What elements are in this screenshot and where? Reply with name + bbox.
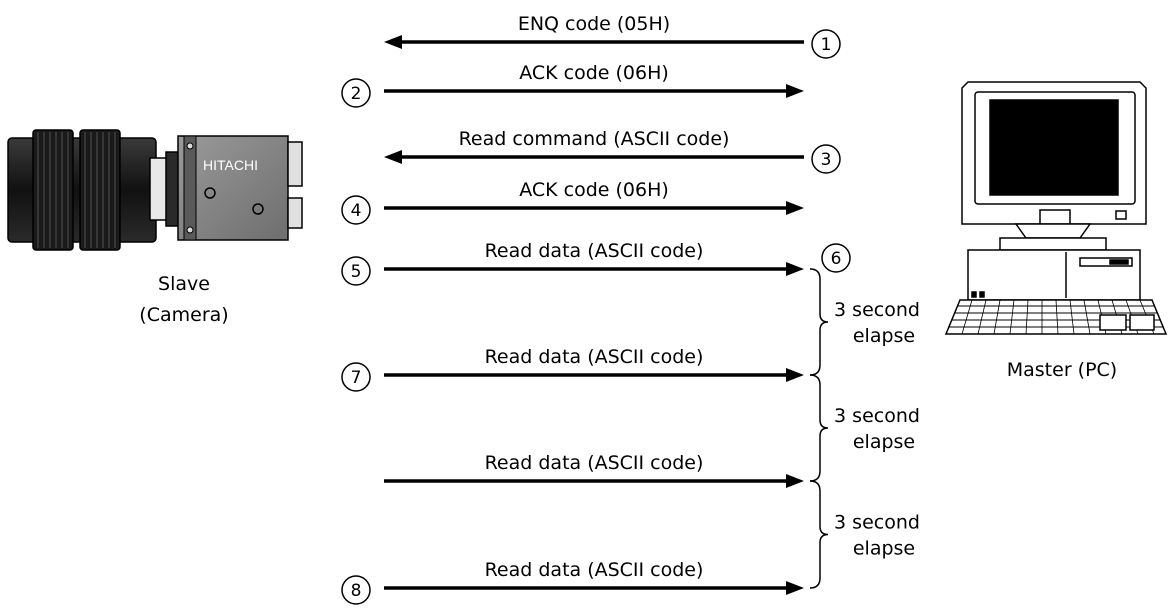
step-number: 2 <box>351 84 362 104</box>
step-number: 7 <box>351 368 362 388</box>
message-label: Read command (ASCII code) <box>459 128 730 150</box>
slave-label: Slave <box>158 273 210 295</box>
message-label: ACK code (06H) <box>519 179 669 201</box>
arrow-head-right <box>786 581 804 595</box>
step-marker-5: 5 <box>341 256 371 286</box>
computer-icon <box>944 81 1168 335</box>
message-row: Read data (ASCII code) 7 <box>341 346 804 392</box>
step-marker-3: 3 <box>811 144 841 174</box>
interval-sublabel: elapse <box>853 538 915 560</box>
camera-icon: HITACHI <box>7 129 303 251</box>
message-label: Read data (ASCII code) <box>485 346 704 368</box>
interval-sublabel: elapse <box>853 325 915 347</box>
interval-label: 3 second <box>834 405 920 427</box>
brace-shape <box>809 374 829 482</box>
arrow-head-right <box>786 368 804 382</box>
message-label: Read data (ASCII code) <box>485 452 704 474</box>
slave-sublabel: (Camera) <box>139 304 228 326</box>
step-number: 6 <box>831 249 842 269</box>
arrow-head-right <box>786 201 804 215</box>
message-row: Read data (ASCII code) 5 <box>341 240 804 286</box>
interval-brace: 3 second elapse <box>809 374 920 482</box>
camera-brand: HITACHI <box>203 157 258 173</box>
message-row: ENQ code (05H) 1 <box>384 13 841 59</box>
arrow-head-right <box>786 84 804 98</box>
step-marker-1: 1 <box>811 29 841 59</box>
step-number: 4 <box>351 201 362 221</box>
message-label: Read data (ASCII code) <box>485 559 704 581</box>
brace-shape <box>809 480 829 589</box>
interval-braces: 3 second elapse 3 second elapse 3 second elap… <box>809 268 920 589</box>
interval-brace: 3 second elapse <box>809 268 920 376</box>
interval-label: 3 second <box>834 299 920 321</box>
step-number: 5 <box>351 262 362 282</box>
arrow-head-left <box>384 150 402 164</box>
step-marker-2: 2 <box>341 78 371 108</box>
message-row: Read command (ASCII code) 3 <box>384 128 841 174</box>
master-label: Master (PC) <box>1007 359 1117 381</box>
step-marker-4: 4 <box>341 195 371 225</box>
message-label: ACK code (06H) <box>519 62 669 84</box>
message-label: Read data (ASCII code) <box>485 240 704 262</box>
step-number: 3 <box>821 150 832 170</box>
step-marker-6: 6 <box>821 243 851 273</box>
step-number: 1 <box>821 35 832 55</box>
step-marker-7: 7 <box>341 362 371 392</box>
step-marker-8: 8 <box>341 575 371 605</box>
interval-brace: 3 second elapse <box>809 480 920 589</box>
arrow-head-left <box>384 35 402 49</box>
message-row: Read data (ASCII code) <box>384 452 804 488</box>
interval-label: 3 second <box>834 512 920 534</box>
message-row: Read data (ASCII code) 8 <box>341 559 804 605</box>
message-row: ACK code (06H) 2 <box>341 62 804 108</box>
arrow-head-right <box>786 262 804 276</box>
brace-shape <box>809 268 829 376</box>
message-label: ENQ code (05H) <box>518 13 670 35</box>
message-row: ACK code (06H) 4 <box>341 179 804 225</box>
step-number: 8 <box>351 581 362 601</box>
arrow-head-right <box>786 474 804 488</box>
interval-sublabel: elapse <box>853 431 915 453</box>
